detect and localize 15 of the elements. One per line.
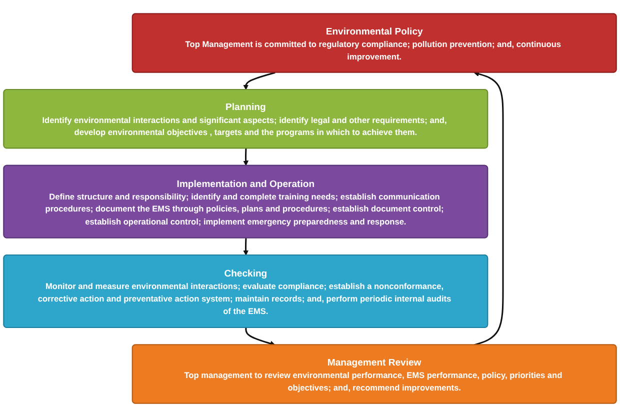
box-text: Top Management is committed to regulatory compliance; pollution prevention; and, continuous improvement. [185,40,562,62]
box-title: Planning [226,101,266,112]
box-text: Top management to review environmental performance, EMS performance, policy, priorities and objectives; and, recommend improvements. [184,370,564,393]
arrow [243,238,248,256]
box-text: Define structure and responsibility; identify and complete training needs; establish communication procedures; document the EMS through policies, plans and procedures; establish document control; establish operational control; implement emergency preparedness and response. [45,192,445,226]
box-title: Implementation and Operation [176,178,315,189]
box-text: Identify environmental interactions and significant aspects; identify legal and other requirements; and, develop environmental objectives , targets and the programs in which to achieve them. [42,116,448,138]
arrow [243,72,276,90]
box-title: Checking [224,268,268,279]
box-title: Environmental Policy [326,26,423,37]
arrow [474,71,504,346]
arrow [245,328,276,346]
arrow [243,148,248,166]
box-text: Monitor and measure environmental interactions; evaluate compliance; establish a nonconformance, corrective action and preventative action system; maintain records; and, perform periodic internal audits of the EMS. [38,282,452,316]
box-title: Management Review [327,356,422,368]
